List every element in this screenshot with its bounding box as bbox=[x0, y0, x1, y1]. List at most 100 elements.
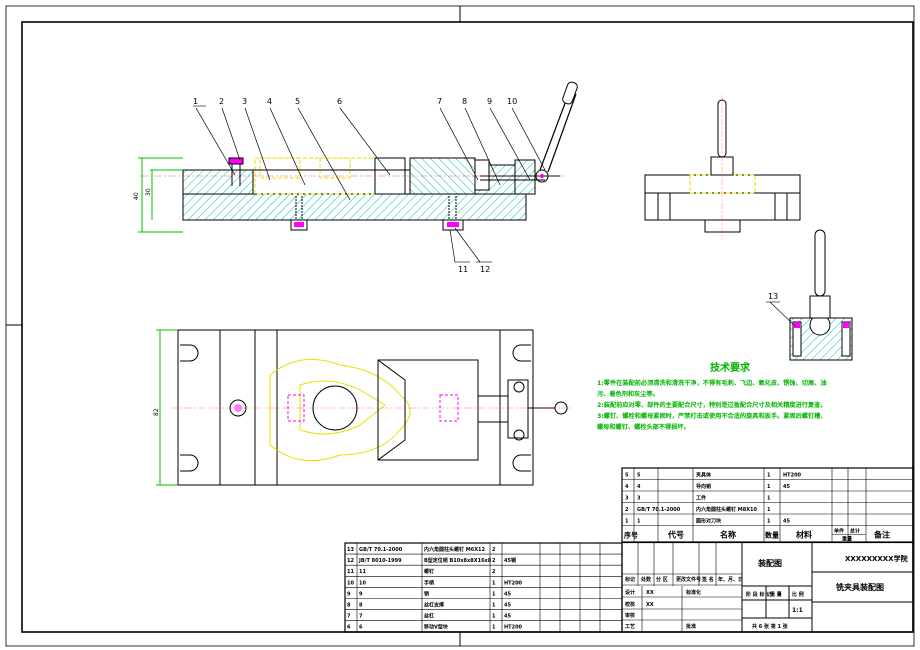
front-dimensions: 40 30 bbox=[133, 157, 183, 233]
tech-line-3: 2:装配前应对零、部件的主要配合尺寸，特别是过盈配合尺寸及相关精度进行复查。 bbox=[597, 401, 827, 409]
bom-left-cell: 11 bbox=[347, 569, 354, 575]
bom-right-cell: 1 bbox=[767, 473, 771, 479]
handle-lever bbox=[535, 81, 578, 183]
detail-view-13: 13 bbox=[766, 229, 853, 361]
bom-left-cell: 1 bbox=[492, 591, 496, 597]
bom-right-cell: 1 bbox=[767, 496, 771, 502]
bom-h-remark: 备注 bbox=[873, 530, 890, 540]
tech-line-5: 螺母和螺钉、螺栓头部不得损坏。 bbox=[597, 423, 690, 431]
bom-left-cell: 2 bbox=[492, 547, 496, 553]
bom-left-cell: 12 bbox=[347, 558, 354, 564]
bom-left-cell: 45 bbox=[504, 614, 511, 620]
tech-title: 技术要求 bbox=[710, 361, 751, 374]
bom-left-cell: 2 bbox=[492, 558, 496, 564]
check-value: XX bbox=[646, 602, 654, 608]
title-block: XXXXXXXXX学院 铣夹具装配图 装配图 阶 段 标 记 重 量 比 例 1… bbox=[621, 541, 914, 633]
bom-left-cell: B型定位销 B10x8x8X16x8 bbox=[424, 557, 492, 564]
bom-left-cell: 移动V型块 bbox=[424, 624, 449, 631]
callout-3: 3 bbox=[242, 97, 247, 106]
bom-h-qty: 数量 bbox=[765, 531, 779, 540]
bom-right-cell: 1 bbox=[767, 507, 771, 513]
bom-left-cell: GB/T 70.1-2000 bbox=[359, 547, 403, 553]
weight-header: 重 量 bbox=[770, 591, 782, 598]
tech-line-1: 1:零件在装配前必须清洗和清洗干净，不得有毛刺、飞边、氧化皮、锈蚀、切屑、油 bbox=[597, 379, 827, 387]
bom-left-cell: 8 bbox=[359, 603, 363, 609]
bom-right-cell: 夹具体 bbox=[696, 472, 712, 479]
plan-view: 82 bbox=[153, 329, 570, 486]
dim-base-height: 30 bbox=[145, 188, 152, 196]
callout-8: 8 bbox=[462, 97, 467, 106]
rev-h1: 处数 bbox=[640, 576, 652, 583]
bom-left-cell: 11 bbox=[359, 569, 366, 575]
bom-h-code: 代号 bbox=[667, 530, 684, 540]
bom-left-cell: 13 bbox=[347, 547, 354, 553]
bom-left-cell: 10 bbox=[359, 580, 366, 586]
bom-left-cell: 6 bbox=[359, 625, 363, 631]
school-name: XXXXXXXXX学院 bbox=[845, 554, 908, 563]
bom-right-cell: 5 bbox=[625, 473, 629, 479]
bom-left-cell: 6 bbox=[347, 625, 351, 631]
bom-left-cell: 45钢 bbox=[504, 557, 516, 564]
bom-right-cell: 45 bbox=[783, 519, 790, 525]
callout-10: 10 bbox=[507, 97, 517, 106]
front-callout-labels: 1 2 3 4 5 6 7 8 9 10 11 12 bbox=[193, 97, 517, 274]
bom-left-cell: 1 bbox=[492, 580, 496, 586]
std-label: 标准化 bbox=[685, 589, 701, 596]
bom-h-name: 名称 bbox=[720, 530, 736, 540]
rev-h4: 签 名 bbox=[701, 576, 714, 583]
dim-overall-height: 40 bbox=[133, 192, 140, 200]
bom-right-cell: 3 bbox=[625, 496, 629, 502]
bom-left-cell: 销 bbox=[424, 590, 429, 597]
callout-9: 9 bbox=[487, 97, 492, 106]
bom-h-total: 总计 bbox=[850, 528, 860, 535]
bom-left-cell: 9 bbox=[347, 591, 351, 597]
process-label: 工艺 bbox=[625, 623, 635, 630]
design-value: XX bbox=[646, 590, 654, 596]
scale-header: 比 例 bbox=[792, 591, 804, 598]
approve-label: 批准 bbox=[686, 623, 696, 630]
side-view bbox=[644, 95, 801, 240]
bom-left-cell: HT200 bbox=[504, 580, 523, 586]
callout-5: 5 bbox=[295, 97, 300, 106]
front-screws bbox=[228, 157, 464, 231]
bom-left-cell: 内六角圆柱头螺钉 M6X12 bbox=[424, 546, 486, 553]
bom-right-cell: 1 bbox=[637, 519, 641, 525]
bom-left-cell: 8 bbox=[347, 603, 351, 609]
bom-h-single: 单件 bbox=[834, 528, 844, 535]
sheet-count: 共 6 张 第 1 张 bbox=[752, 623, 789, 630]
tech-line-2: 污、着色剂和灰尘等。 bbox=[597, 390, 659, 398]
bom-left-cell: 1 bbox=[492, 625, 496, 631]
rev-h0: 标记 bbox=[624, 576, 635, 583]
bom-right-cell: 5 bbox=[637, 473, 641, 479]
bom-left-cell: 螺钉 bbox=[424, 568, 434, 575]
callout-11: 11 bbox=[458, 265, 468, 274]
bom-right-cell: 4 bbox=[625, 484, 629, 490]
bom-right-cell: 1 bbox=[625, 519, 629, 525]
bom-left-cell: 丝杠 bbox=[424, 613, 434, 620]
bom-right-cell: 内六角圆柱头螺钉 M8X10 bbox=[696, 506, 758, 513]
bom-right-cell: 1 bbox=[767, 484, 771, 490]
rev-h2: 分 区 bbox=[656, 576, 668, 583]
bom-right-cell: 45 bbox=[783, 484, 790, 490]
callout-13: 13 bbox=[768, 292, 778, 301]
bom-h-seq: 序号 bbox=[623, 531, 638, 540]
check-label: 校核 bbox=[625, 601, 635, 608]
bom-left-cell: 7 bbox=[359, 614, 363, 620]
review-label: 审核 bbox=[625, 612, 635, 619]
bom-right-cell: 工件 bbox=[696, 495, 706, 502]
assembly-label: 装配图 bbox=[757, 558, 782, 568]
bom-left-cell: JB/T 8010-1999 bbox=[358, 558, 402, 564]
bom-left-cell: 1 bbox=[492, 614, 496, 620]
bom-right-cell: 1 bbox=[767, 519, 771, 525]
bom-left-cell: 45 bbox=[504, 591, 511, 597]
bom-left-cell: 2 bbox=[492, 569, 496, 575]
design-label: 设计 bbox=[625, 589, 635, 596]
dim-plan-width: 82 bbox=[153, 408, 160, 416]
bom-left-cell: 手柄 bbox=[424, 579, 434, 586]
bom-left-cell: 丝杠支撑 bbox=[424, 602, 444, 609]
callout-7: 7 bbox=[437, 97, 442, 106]
bom-left-cell: 45 bbox=[504, 603, 511, 609]
bom-right-cell: GB/T 70.1-2000 bbox=[637, 507, 681, 513]
